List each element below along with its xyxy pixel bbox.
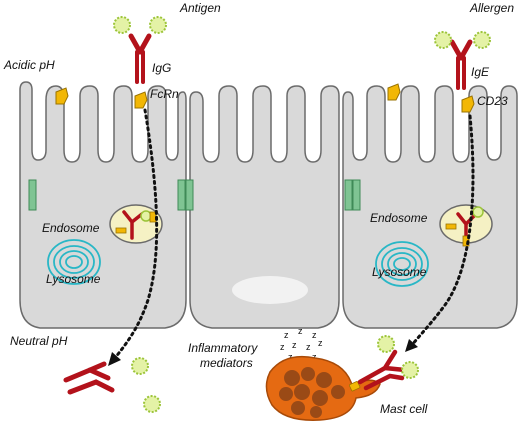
transcytosis-arrow-right <box>410 114 475 347</box>
svg-text:z: z <box>288 352 293 362</box>
lysosome-right <box>375 241 429 287</box>
lysosome-right-label: Lysosome <box>372 265 427 279</box>
nucleus <box>232 276 308 304</box>
inflammatory-label: Inflammatory <box>188 341 258 355</box>
lysosome-left-label: Lysosome <box>46 272 101 286</box>
igg-label: IgG <box>152 61 171 75</box>
released-igg-icon <box>63 361 115 395</box>
receptor-icon <box>387 83 401 101</box>
fcrn-receptor-icon <box>134 91 148 109</box>
epithelial-cell-middle <box>189 85 340 329</box>
mediators-label: mediators <box>200 356 253 370</box>
antigen-label: Antigen <box>179 1 221 15</box>
arrowhead-icon <box>405 339 418 352</box>
svg-text:z: z <box>312 330 317 340</box>
tight-junction <box>185 179 194 211</box>
neutral-ph-label: Neutral pH <box>10 334 68 348</box>
svg-text:z: z <box>318 338 323 348</box>
endosome-left-label: Endosome <box>42 221 100 235</box>
cd23-receptor-icon <box>461 95 475 113</box>
epithelial-cell-left <box>19 81 187 329</box>
ige-antibody-icon <box>452 42 470 88</box>
svg-text:z: z <box>306 342 311 352</box>
endosome-right-label: Endosome <box>370 211 428 225</box>
cd23-label: CD23 <box>477 94 508 108</box>
allergen-icon <box>434 31 491 49</box>
svg-text:z: z <box>284 330 289 340</box>
svg-text:z: z <box>298 326 303 336</box>
mast-cell-label: Mast cell <box>380 402 428 416</box>
tight-junction <box>177 179 186 211</box>
tight-junction <box>344 179 353 211</box>
acidic-ph-label: Acidic pH <box>3 58 55 72</box>
lysosome-left <box>47 239 101 285</box>
ige-label: IgE <box>471 65 490 79</box>
tight-junction <box>28 179 37 211</box>
svg-text:z: z <box>312 352 317 362</box>
endosome-left <box>109 204 163 244</box>
svg-text:z: z <box>280 342 285 352</box>
svg-text:z: z <box>292 340 297 350</box>
endosome-right <box>439 204 493 247</box>
arrowhead-icon <box>108 352 121 366</box>
mast-cell <box>265 355 381 421</box>
tight-junction <box>352 179 361 211</box>
allergen-label: Allergen <box>469 1 514 15</box>
epithelial-cell-right <box>342 85 518 329</box>
igg-antibody-icon <box>131 36 149 82</box>
released-antigen-icon <box>131 357 161 413</box>
fcrn-label: FcRn <box>150 87 179 101</box>
antigen-icon <box>113 16 167 34</box>
transcytosis-arrow-left <box>113 108 159 360</box>
receptor-icon <box>55 87 69 105</box>
